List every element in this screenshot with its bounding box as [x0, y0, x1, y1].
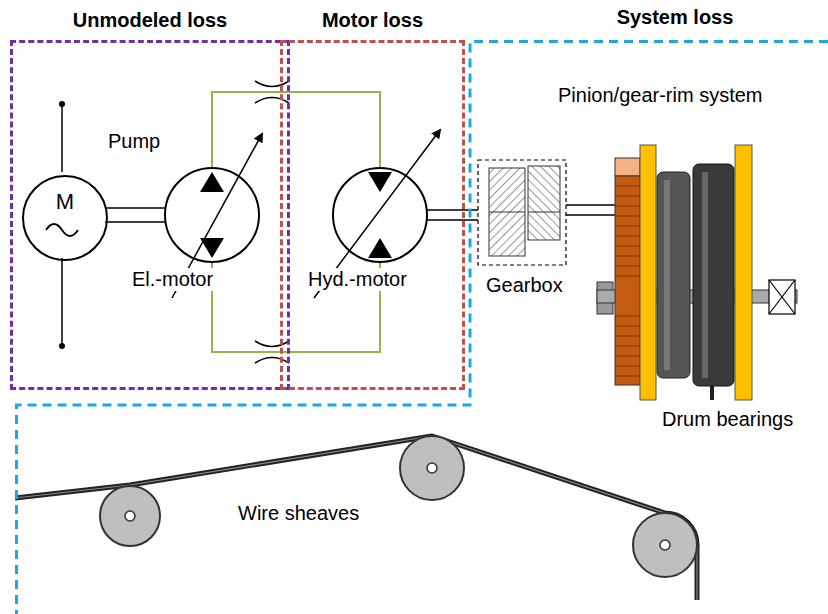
part-label: Hyd.-motor — [306, 268, 409, 291]
loss-region: System loss — [15, 40, 828, 614]
part-label: Pinion/gear-rim system — [556, 84, 765, 107]
loss-region: Motor loss — [280, 40, 465, 390]
region-heading: System loss — [575, 6, 775, 29]
part-label: Pump — [106, 130, 162, 153]
part-label: Wire sheaves — [236, 502, 361, 525]
region-outline — [15, 40, 828, 614]
part-label: Drum bearings — [660, 408, 795, 431]
loss-region: Unmodeled lossM — [10, 40, 290, 390]
part-label: Gearbox — [484, 274, 565, 297]
motor-symbol-text: M — [24, 189, 106, 215]
region-heading: Unmodeled loss — [10, 9, 290, 32]
electric-motor-circle: M — [22, 175, 108, 261]
region-heading: Motor loss — [280, 9, 465, 32]
part-label: El.-motor — [130, 268, 215, 291]
